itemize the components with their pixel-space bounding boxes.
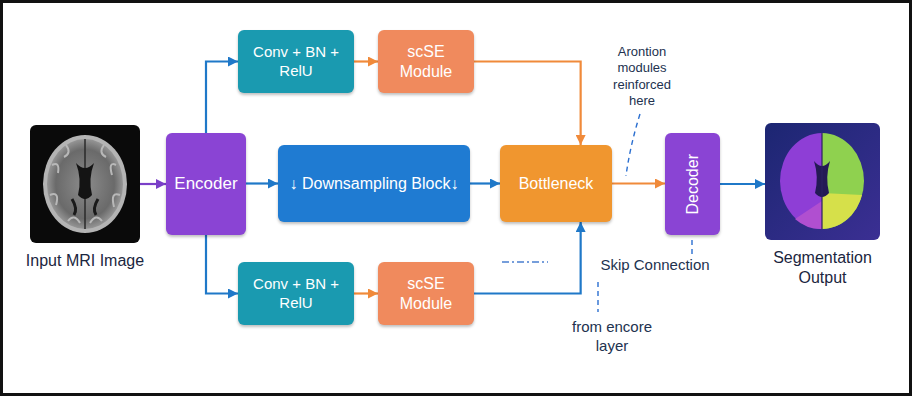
box-label: Bottleneck <box>519 174 594 194</box>
leader-line <box>691 240 692 256</box>
mri-image <box>30 125 140 243</box>
scse-box: scSE Module <box>378 262 474 325</box>
output-image: Segmentation Output <box>765 123 880 240</box>
flow-arrow <box>470 182 500 184</box>
flow-arrow <box>246 182 278 184</box>
box-label: Conv + BN + RelU <box>244 275 348 313</box>
encoder-box: Encoder <box>166 133 246 235</box>
box-label: Decoder <box>683 154 703 214</box>
flow-arrow <box>140 183 166 185</box>
image-caption: Input MRI Image <box>20 251 150 271</box>
flow-arrow <box>354 292 378 294</box>
annotation-note: Arontion modules reinforced here <box>600 44 684 109</box>
image-caption: Segmentation Output <box>758 248 888 289</box>
annotation-note: from encore layer <box>558 318 666 356</box>
segmentation-image <box>765 123 880 240</box>
flow-arrow <box>612 182 665 184</box>
scse-box: scSE Module <box>378 30 474 93</box>
flow-arrow <box>474 222 581 294</box>
flow-arrow <box>206 235 238 294</box>
box-label: scSE Module <box>384 42 468 82</box>
conv-box: Conv + BN + RelU <box>238 262 354 325</box>
leader-line <box>502 261 548 262</box>
input-image: Input MRI Image <box>30 125 140 243</box>
bottleneck-box: Bottleneck <box>500 145 612 222</box>
flow-arrow <box>354 60 378 62</box>
conv-box: Conv + BN + RelU <box>238 30 354 93</box>
decoder-box: Decoder <box>665 133 720 235</box>
leader-line <box>626 114 640 176</box>
box-label: scSE Module <box>384 274 468 314</box>
annotation-note: Skip Connection <box>600 256 710 275</box>
leader-line <box>597 282 598 312</box>
box-label: ↓ Downsampling Block↓ <box>290 174 459 194</box>
downsampling-box: ↓ Downsampling Block↓ <box>278 145 470 222</box>
flow-arrow <box>206 62 238 134</box>
flow-arrow <box>474 62 581 146</box>
box-label: Encoder <box>174 173 237 194</box>
box-label: Conv + BN + RelU <box>244 43 348 81</box>
flow-arrow <box>720 183 765 185</box>
